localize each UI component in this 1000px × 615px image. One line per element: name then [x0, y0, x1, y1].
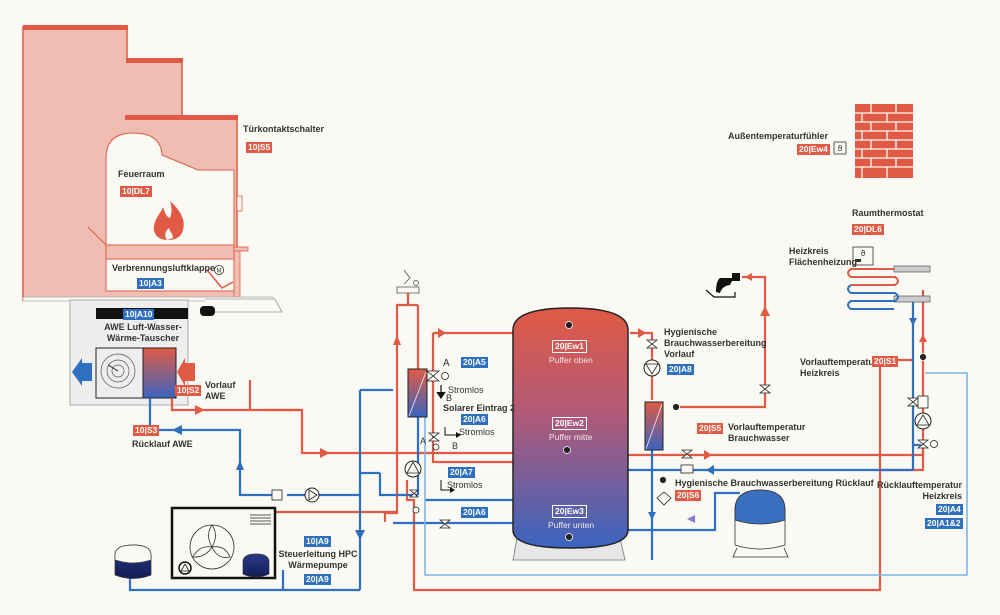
- air-flap-label: Verbrennungsluftklappe: [112, 263, 216, 273]
- valve-a6-lower-tag: 20|A6: [461, 507, 488, 518]
- svg-text:ϑ: ϑ: [838, 144, 843, 153]
- motor-icon: [214, 265, 224, 275]
- heat-pump-tag-top: 10|A9: [304, 536, 331, 547]
- awe-coil: [142, 347, 177, 399]
- buffer-top-tag: 20|Ew1: [552, 340, 587, 353]
- arrow-out-icon: [72, 358, 92, 386]
- air-flap: [206, 269, 234, 289]
- air-flap-tag: 10|A3: [137, 278, 164, 289]
- buffer-middle-tag: 20|Ew2: [552, 417, 587, 430]
- valve-a6-tag: 20|A6: [461, 414, 488, 425]
- hw-return-label: Hygienische Brauchwasserbereitung Rückla…: [675, 478, 874, 488]
- faucet-icon: [716, 273, 740, 293]
- buffer-bottom-label: Puffer unten: [548, 520, 595, 530]
- flow-arrows: [172, 273, 927, 540]
- valve-a7-icon: [408, 489, 420, 498]
- awe-supply-tag: 10|S2: [175, 385, 202, 396]
- heat-pump-label-2: Wärmepumpe: [288, 560, 348, 570]
- solar-exchanger: [396, 269, 461, 529]
- hw-supply-label-3: Vorlauf: [664, 349, 695, 359]
- port-a-2: A: [420, 436, 427, 446]
- arrow-in-icon: [177, 358, 195, 386]
- flame-icon: [153, 201, 184, 240]
- return-temp-label-1: Rücklauftemperatur: [876, 480, 962, 490]
- sensor-ew2-icon: [563, 446, 571, 454]
- heat-pump-unit: [114, 487, 320, 580]
- awe-return-tag: 10|S3: [133, 425, 160, 436]
- light-blue-pipes: [424, 372, 968, 576]
- buffer-bottom-tag: 20|Ew3: [552, 505, 587, 518]
- return-temp-label-2: Heizkreis: [922, 491, 962, 501]
- buffer-top-label: Puffer oben: [549, 355, 593, 365]
- hw-temp-label-1: Vorlauftemperatur: [728, 422, 806, 432]
- heat-pump-label-1: Steuerleitung HPC: [278, 549, 358, 559]
- port-a-1: A: [443, 358, 450, 369]
- outdoor-sensor-icon: [833, 141, 847, 155]
- port-b-1: B: [446, 393, 453, 403]
- hw-pump-tag: 20|A8: [667, 364, 694, 375]
- hw-temp-label-2: Brauchwasser: [728, 433, 790, 443]
- awe-supply-label-1: Vorlauf: [205, 380, 236, 390]
- firebox-tag: 10|DL7: [120, 186, 152, 197]
- awe-return-label: Rücklauf AWE: [132, 439, 193, 449]
- hw-supply-label-1: Hygienische: [664, 327, 718, 337]
- sensor-s5-icon: [672, 403, 680, 411]
- return-tag-1: 20|A4: [936, 504, 963, 515]
- hw-supply-label-2: Brauchwasserbereitung: [664, 338, 767, 348]
- firebox-label: Feuerraum: [118, 169, 165, 179]
- sensor-ew3-icon: [565, 533, 573, 541]
- valve-a7-tag: 20|A7: [448, 467, 475, 478]
- valve-a6-icon: [427, 432, 441, 442]
- stromlos-1: Stromlos: [448, 385, 484, 395]
- sensor-ew1-icon: [565, 321, 573, 329]
- awe-label-2: Wärme-Tauscher: [106, 333, 180, 343]
- heating-circuit-label-1: Heizkreis: [789, 246, 829, 256]
- heat-pump-tag-bottom: 20|A9: [304, 574, 331, 585]
- outdoor-sensor-label: Außentemperaturfühler: [727, 131, 828, 141]
- return-tag-2: 20|A1&2: [925, 518, 963, 529]
- buffer-middle-label: Puffer mitte: [549, 432, 593, 442]
- svg-text:ϑ: ϑ: [861, 249, 866, 258]
- awe-tag: 10|A10: [123, 309, 155, 320]
- valve-a5-icon: [425, 370, 441, 382]
- buffer-tank: [512, 307, 629, 561]
- hot-water-station: [643, 273, 789, 558]
- supply-temp-tag: 20|S1: [872, 356, 899, 367]
- stove: M: [22, 25, 283, 316]
- supply-temp-label-2: Heizkreis: [800, 368, 840, 378]
- stromlos-2: Stromlos: [459, 427, 495, 437]
- stromlos-3: Stromlos: [447, 480, 483, 490]
- hw-temp-tag: 20|S5: [697, 423, 724, 434]
- room-thermostat-label: Raumthermostat: [852, 208, 924, 218]
- solar-label: Solarer Eintrag 2: [443, 403, 516, 413]
- door-contact-tag: 10|S5: [246, 142, 273, 153]
- supply-temp-label-1: Vorlauftemperatur: [800, 357, 878, 367]
- awe-label-1: AWE Luft-Wasser-: [104, 322, 182, 332]
- firebox: [105, 132, 235, 246]
- door-contact-label: Türkontaktschalter: [243, 124, 325, 134]
- port-b-2: B: [452, 441, 459, 451]
- pump-icon: [404, 460, 422, 478]
- awe-supply-label-2: AWE: [205, 391, 226, 401]
- svg-text:M: M: [217, 269, 222, 275]
- heating-circuit-label-2: Flächenheizung: [789, 257, 858, 267]
- valve-a5-tag: 20|A5: [461, 357, 488, 368]
- hw-return-tag: 20|S6: [675, 490, 702, 501]
- outdoor-sensor-tag: 20|Ew4: [797, 144, 830, 155]
- room-thermostat-tag: 20|DL6: [852, 224, 884, 235]
- brick-wall-icon: [855, 104, 913, 178]
- hot-pipes: [170, 275, 925, 592]
- heating-circuit: ϑ ϑ: [833, 104, 938, 449]
